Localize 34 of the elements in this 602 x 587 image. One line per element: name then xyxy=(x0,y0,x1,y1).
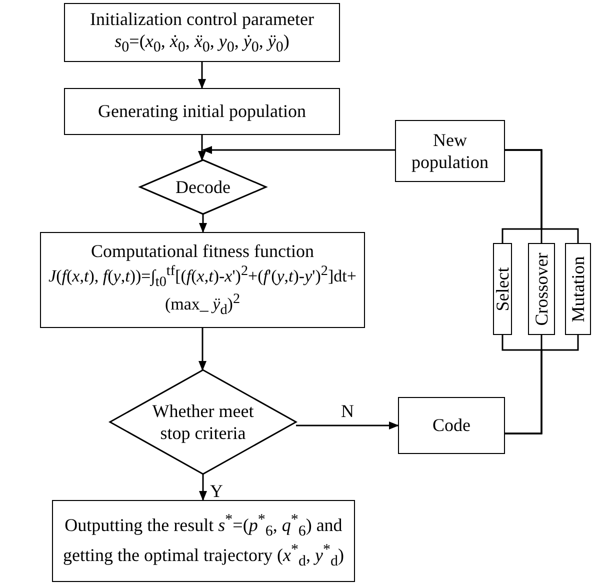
box-label: Outputting the result s$^{*}$=(p$^{*}$$_{6}$, q$^{*}$$_{6}$) and getting the optimal trajectory (x$^{*}$$_{d}$, y$^{*}$$_{d}$) xyxy=(62,510,345,572)
connector-line xyxy=(505,335,579,434)
decision-diamond xyxy=(110,370,296,474)
operator-box xyxy=(565,243,591,335)
box-label: Generating initial population xyxy=(98,100,306,123)
arrow xyxy=(199,214,207,233)
box-label: Initialization control parameter xyxy=(90,8,314,30)
process-box xyxy=(64,3,340,62)
process-box xyxy=(395,120,505,182)
box-label: New population xyxy=(410,128,490,174)
box-label: Crossover xyxy=(530,252,552,326)
process-box xyxy=(52,500,355,582)
box-label: Whether meet stop criteria xyxy=(151,400,255,444)
box-label: Code xyxy=(432,414,470,437)
connector-line xyxy=(505,149,579,243)
edge-label: Y xyxy=(208,482,225,500)
box-label: Select xyxy=(491,267,514,311)
box-label: Decode xyxy=(176,176,230,198)
process-box xyxy=(64,88,340,135)
formula-text: J(f(x,t), f(y,t))=∫$_{t0}$$^{tf}$[(f(x,t)-x')$^{2}$+(f'(y,t)-y')$^{2}$]dt+ (max_ ÿ$_{d}$)$^{2}$ xyxy=(48,262,358,320)
arrow xyxy=(296,422,399,430)
box-label: Mutation xyxy=(566,256,589,322)
process-box xyxy=(398,397,505,454)
operator-box xyxy=(493,243,512,335)
arrow xyxy=(198,135,206,161)
arrow xyxy=(198,62,206,89)
arrow xyxy=(199,474,207,501)
arrow xyxy=(202,146,395,154)
formula-text: s$_{0}$=(x$_{0}$, ẋ$_{0}$, ẍ$_{0}$, y$_{0}$, ẏ$_{0}$, ÿ$_{0}$) xyxy=(114,30,290,58)
process-box xyxy=(40,232,365,328)
decision-diamond xyxy=(140,160,266,214)
operator-box xyxy=(528,243,555,335)
arrow xyxy=(198,328,206,371)
box-label: Computational fitness function xyxy=(91,240,314,262)
